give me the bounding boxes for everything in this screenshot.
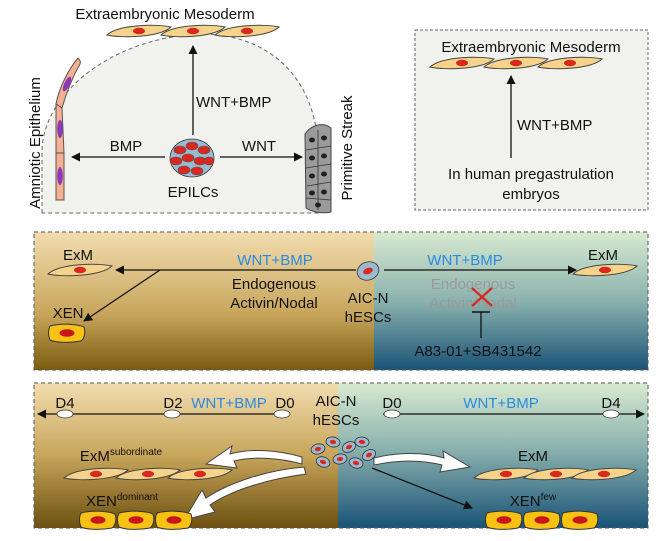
center-label-2: hESCs <box>345 309 392 326</box>
timepoint-d2-left <box>163 409 181 419</box>
d2-left: D2 <box>163 395 182 412</box>
timepoint-d0-right <box>383 409 401 419</box>
timepoint-d4-left <box>56 409 74 419</box>
flow-arrow-to-exm-left <box>204 444 303 469</box>
right-sub-2: Activin/Nodal <box>429 295 517 312</box>
xen-text: XEN <box>86 493 117 510</box>
left-signal-bottom: WNT+BMP <box>191 395 266 412</box>
wnt-bmp-label-right: WNT+BMP <box>517 117 592 134</box>
middle-right-bg <box>374 232 648 370</box>
right-signal: WNT+BMP <box>427 252 502 269</box>
aic-n-cell <box>356 261 380 281</box>
block-cross-icon <box>471 287 493 307</box>
arrow-to-xen-right <box>371 467 473 510</box>
flow-arrow-to-xen-left <box>182 466 307 521</box>
d4-left: D4 <box>55 395 74 412</box>
xen-right-superscript: few <box>541 492 557 503</box>
exm-title: Extraembryonic Mesoderm <box>75 6 254 23</box>
exm-label-right: ExM <box>588 247 618 264</box>
middle-left-bg <box>34 232 374 370</box>
xen-cell <box>117 510 155 530</box>
exm-title-right: Extraembryonic Mesoderm <box>441 39 620 56</box>
right-signal-bottom: WNT+BMP <box>463 395 538 412</box>
left-sub-1: Endogenous <box>232 276 316 293</box>
amniotic-epithelium <box>55 57 81 201</box>
middle-panel: ExM XEN WNT+BMP Endogenous Activin/Nodal… <box>33 231 649 371</box>
xen-superscript: dominant <box>117 492 158 503</box>
left-signal: WNT+BMP <box>237 252 312 269</box>
xen-right-text: XEN <box>510 493 541 510</box>
xen-dominant-label: XENdominant <box>86 492 158 510</box>
arrow-to-xen-left <box>83 269 161 322</box>
middle-frame <box>33 231 649 371</box>
exm-label-left: ExM <box>63 247 93 264</box>
caption-line-1: In human pregastrulation <box>448 166 614 183</box>
amniotic-epithelium-label: Amniotic Epithelium <box>27 77 44 209</box>
exm-right-label: ExM <box>518 448 548 465</box>
xen-cell <box>485 510 523 530</box>
right-sub-1: Endogenous <box>431 276 515 293</box>
primitive-streak <box>304 124 332 214</box>
exm-superscript: subordinate <box>110 447 163 458</box>
wnt-bmp-label: WNT+BMP <box>196 94 271 111</box>
top-left-panel: Extraembryonic Mesoderm Amniotic Epithel… <box>27 6 356 214</box>
primitive-streak-label: Primitive Streak <box>339 95 356 201</box>
left-sub-2: Activin/Nodal <box>230 295 318 312</box>
bmp-label: BMP <box>110 138 143 155</box>
epilcs-label: EPILCs <box>168 184 219 201</box>
epilc-colony <box>169 138 215 178</box>
d4-right: D4 <box>601 395 620 412</box>
bottom-frame <box>33 382 649 529</box>
xen-cell <box>155 510 193 530</box>
timepoint-d0-left <box>273 409 291 419</box>
xen-cell <box>79 510 117 530</box>
timepoint-d4-right <box>602 409 620 419</box>
xen-cell <box>561 510 599 530</box>
xen-cell <box>48 323 86 343</box>
center-label-1: AIC-N <box>348 290 389 307</box>
center-label-1: AIC-N <box>316 393 357 410</box>
xen-label-left: XEN <box>53 305 84 322</box>
xen-cell <box>523 510 561 530</box>
top-right-panel: Extraembryonic Mesoderm WNT+BMP In human… <box>414 29 649 211</box>
flow-arrow-to-exm-right <box>373 450 472 473</box>
xen-few-label: XENfew <box>510 492 557 510</box>
exm-subordinate-label: ExMsubordinate <box>80 447 163 465</box>
bottom-panel: D4 D2 WNT+BMP D0 D0 WNT+BMP D4 AIC-N hES… <box>33 382 649 530</box>
exm-text: ExM <box>80 448 110 465</box>
wnt-label: WNT <box>242 138 276 155</box>
d0-left: D0 <box>275 395 294 412</box>
caption-line-2: embryos <box>502 186 560 203</box>
d0-right: D0 <box>382 395 401 412</box>
inhibitors-label: A83-01+SB431542 <box>414 343 541 360</box>
center-label-2: hESCs <box>313 412 360 429</box>
